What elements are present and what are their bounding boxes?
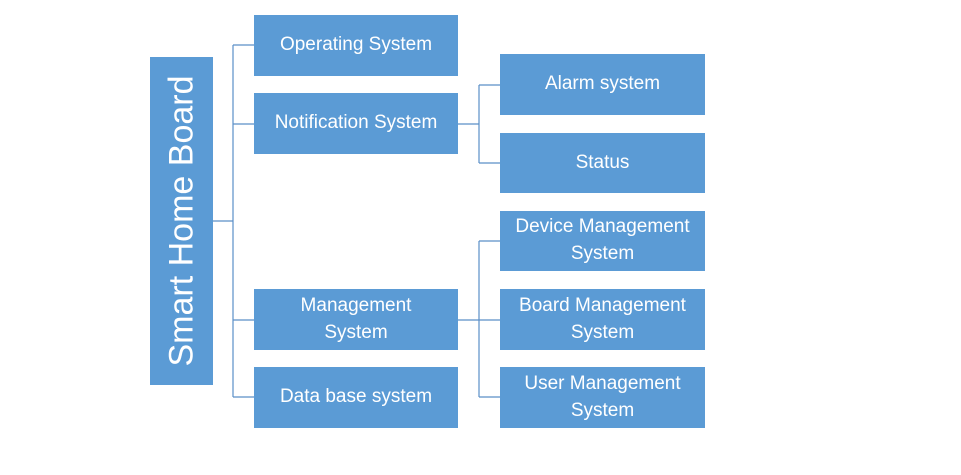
node-device-management-system-label: Device Management System — [515, 216, 690, 264]
node-management-system-label: Management System — [300, 294, 412, 343]
node-notification-system: Notification System — [254, 93, 458, 154]
node-board-management-system-label: Board Management System — [519, 294, 686, 343]
node-status-label: Status — [575, 151, 630, 173]
node-board-management-system: Board Management System — [500, 289, 705, 350]
node-alarm-system: Alarm system — [500, 54, 705, 115]
node-status: Status — [500, 133, 705, 193]
root-node-label: Smart Home Board — [162, 75, 200, 367]
node-user-management-system: User Management System — [500, 367, 705, 428]
node-database-system: Data base system — [254, 367, 458, 428]
node-notification-system-label: Notification System — [274, 112, 438, 134]
node-operating-system: Operating System — [254, 15, 458, 76]
node-operating-system-label: Operating System — [279, 34, 433, 56]
node-alarm-system-label: Alarm system — [544, 73, 661, 95]
node-database-system-label: Data base system — [279, 386, 433, 408]
node-device-management-system: Device Management System — [500, 211, 705, 271]
root-node-smart-home-board: Smart Home Board — [150, 57, 213, 385]
node-user-management-system-label: User Management System — [524, 372, 681, 421]
node-management-system: Management System — [254, 289, 458, 350]
